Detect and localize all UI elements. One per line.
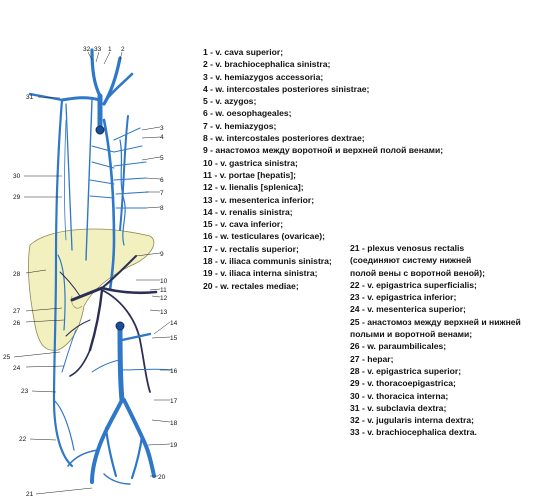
callout-25: 25	[3, 354, 11, 361]
callout-numbers: 32 33 1 2 31 3 4 5 30 6 7 29 8 9 28 10 1…	[3, 46, 178, 498]
legend-right-item: полой вены с воротной веной);	[350, 267, 485, 278]
liver-shape	[27, 228, 155, 351]
callout-3: 3	[160, 125, 164, 132]
callout-17: 17	[170, 398, 178, 405]
callout-31: 31	[26, 94, 34, 101]
legend-right-item: 33 - v. brachiocephalica dextra.	[350, 427, 477, 438]
callout-13: 13	[160, 309, 168, 316]
callout-30: 30	[13, 173, 21, 180]
callout-12: 12	[160, 295, 168, 302]
legend-left-item: 14 - v. renalis sinistra;	[203, 206, 293, 217]
callout-19: 19	[170, 442, 178, 449]
legend-left-item: 19 - v. iliaca interna sinistra;	[203, 268, 318, 279]
inferior-vena-cava-system	[67, 323, 173, 485]
callout-32: 32	[83, 46, 91, 53]
legend-right-item: (соединяют систему нижней	[350, 255, 472, 266]
callout-16: 16	[170, 368, 178, 375]
legend-left-item: 11 - v. portae [hepatis];	[203, 169, 296, 180]
callout-leaders	[13, 51, 171, 495]
azygos-system	[89, 115, 149, 292]
legend-right-item: 27 - hepar;	[350, 353, 394, 364]
thoracoepigastric-system	[28, 92, 77, 468]
legend-left-item: 7 - v. hemiazygos;	[203, 120, 277, 131]
callout-15: 15	[170, 335, 178, 342]
legend-left-item: 9 - анастомоз между воротной и верхней п…	[203, 145, 444, 156]
legend-right-item: 23 - v. epigastrica inferior;	[350, 292, 457, 303]
callout-11: 11	[160, 287, 167, 294]
portal-system	[59, 255, 158, 393]
callout-4: 4	[160, 134, 164, 141]
callout-33: 33	[94, 46, 102, 53]
callout-28: 28	[13, 271, 21, 278]
callout-10: 10	[160, 278, 168, 285]
vena-cava-cut	[95, 125, 105, 135]
callout-6: 6	[160, 177, 164, 184]
legend-left-item: 15 - v. cava inferior;	[203, 219, 284, 230]
gallbladder-shape	[71, 295, 83, 309]
legend-left-item: 2 - v. brachiocephalica sinistra;	[203, 59, 331, 70]
callout-24: 24	[13, 365, 21, 372]
legend-right-item: 29 - v. thoracoepigastrica;	[350, 378, 456, 389]
callout-23: 23	[21, 388, 29, 395]
inferior-vena-cava-cut	[115, 321, 125, 331]
legend-right-item: полыми и воротной венами;	[350, 329, 473, 340]
legend-left-item: 17 - v. rectalis superior;	[203, 243, 299, 254]
legend-left-item: 3 - v. hemiazygos accessoria;	[203, 71, 324, 82]
callout-22: 22	[19, 436, 27, 443]
legend-right: 21 - plexus venosus rectalis (соединяют с…	[350, 242, 521, 439]
legend-right-item: 25 - анастомоз между верхней и нижней	[350, 316, 521, 327]
legend-left-item: 1 - v. cava superior;	[203, 47, 284, 57]
legend-right-item: 30 - v. thoracica interna;	[350, 390, 449, 401]
legend-left-item: 16 - w. testiculares (ovaricae);	[203, 231, 325, 242]
callout-18: 18	[170, 420, 178, 427]
callout-20: 20	[158, 474, 166, 481]
legend-right-item: 28 - v. epigastrica superior;	[350, 365, 462, 376]
callout-27: 27	[13, 308, 21, 315]
callout-29: 29	[13, 194, 21, 201]
callout-5: 5	[160, 155, 164, 162]
callout-26: 26	[13, 320, 21, 327]
legend-left-item: 18 - v. iliaca communis sinistra;	[203, 256, 332, 267]
legend-right-item: 32 - v. jugularis interna dextra;	[350, 415, 475, 426]
legend-left-item: 20 - w. rectales mediae;	[203, 280, 299, 291]
legend-left-item: 8 - w. intercostales posteriores dextrae…	[203, 133, 365, 144]
callout-14: 14	[170, 320, 178, 327]
superior-vena-cava-system	[60, 48, 134, 261]
callout-8: 8	[160, 205, 164, 212]
callout-2: 2	[121, 46, 125, 53]
legend-left-item: 13 - v. mesenterica inferior;	[203, 194, 315, 205]
legend-left-item: 4 - w. intercostales posteriores sinistr…	[203, 83, 370, 94]
legend-left-item: 6 - w. oesophageales;	[203, 108, 292, 119]
legend-right-item: 31 - v. subclavia dextra;	[350, 402, 447, 413]
legend-right-item: 21 - plexus venosus rectalis	[350, 243, 465, 253]
legend-right-item: 24 - v. mesenterica superior;	[350, 304, 466, 315]
legend-left-item: 10 - v. gastrica sinistra;	[203, 157, 298, 168]
callout-7: 7	[160, 190, 164, 197]
legend-left-item: 12 - v. lienalis [splenica];	[203, 182, 304, 193]
legend-right-item: 26 - w. paraumbilicales;	[350, 341, 447, 352]
callout-9: 9	[160, 251, 164, 258]
legend-left: 1 - v. cava superior; 2 - v. brachiocepha…	[203, 46, 443, 292]
callout-1: 1	[108, 46, 112, 53]
legend-right-item: 22 - v. epigastrica superficialis;	[350, 279, 477, 290]
callout-21: 21	[26, 491, 34, 498]
legend-left-item: 5 - v. azygos;	[203, 96, 257, 107]
